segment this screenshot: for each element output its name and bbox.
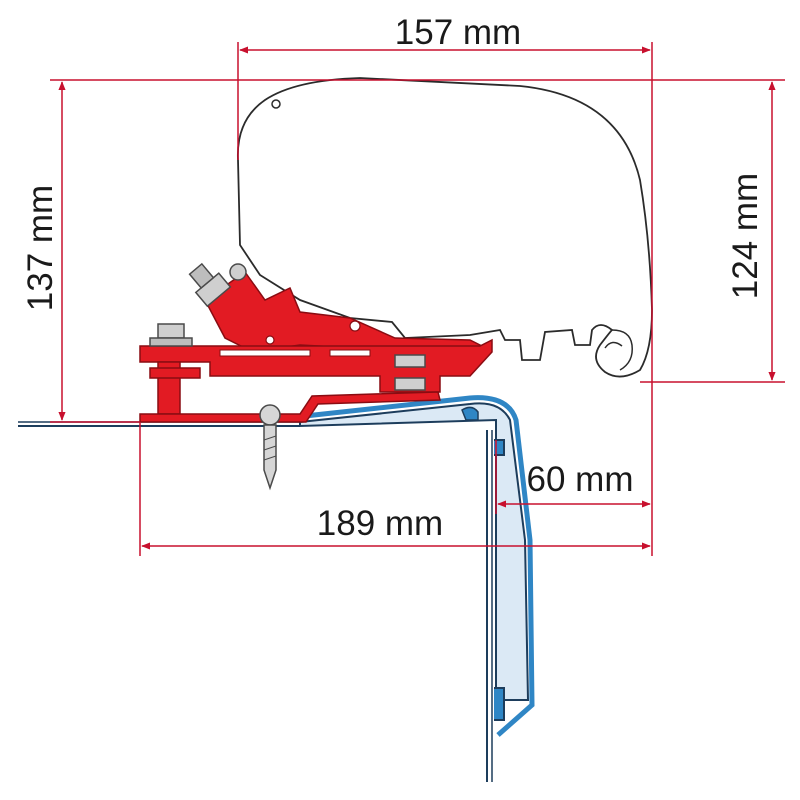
dim-label-left-height: 137 mm <box>21 185 60 311</box>
mounting-hardware <box>149 262 426 491</box>
dim-label-base-width: 189 mm <box>317 504 443 543</box>
dimension-lines <box>50 42 785 556</box>
vehicle-roof-profile <box>18 395 535 782</box>
dim-label-right-height: 124 mm <box>726 173 765 299</box>
dim-label-top-width: 157 mm <box>395 13 521 52</box>
dim-label-overhang: 60 mm <box>527 460 634 499</box>
